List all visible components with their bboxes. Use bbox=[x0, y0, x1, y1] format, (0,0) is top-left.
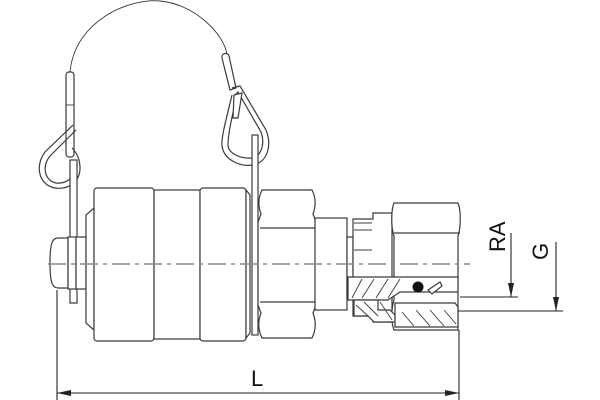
dimension-RA bbox=[460, 233, 518, 298]
retaining-cable bbox=[69, 0, 228, 73]
dimension-label-thread: G bbox=[528, 242, 553, 260]
dimension-G bbox=[458, 242, 563, 312]
right-cable-loop bbox=[221, 52, 270, 166]
dimension-L bbox=[56, 290, 460, 400]
o-ring bbox=[412, 281, 424, 293]
dimension-label-pipe-od: RA bbox=[485, 221, 510, 252]
cap-lanyard-left bbox=[69, 159, 78, 304]
lanyard-bar-right bbox=[251, 134, 259, 336]
dimension-label-length: L bbox=[251, 366, 264, 391]
section-view bbox=[347, 276, 459, 328]
dust-cap bbox=[49, 236, 87, 290]
